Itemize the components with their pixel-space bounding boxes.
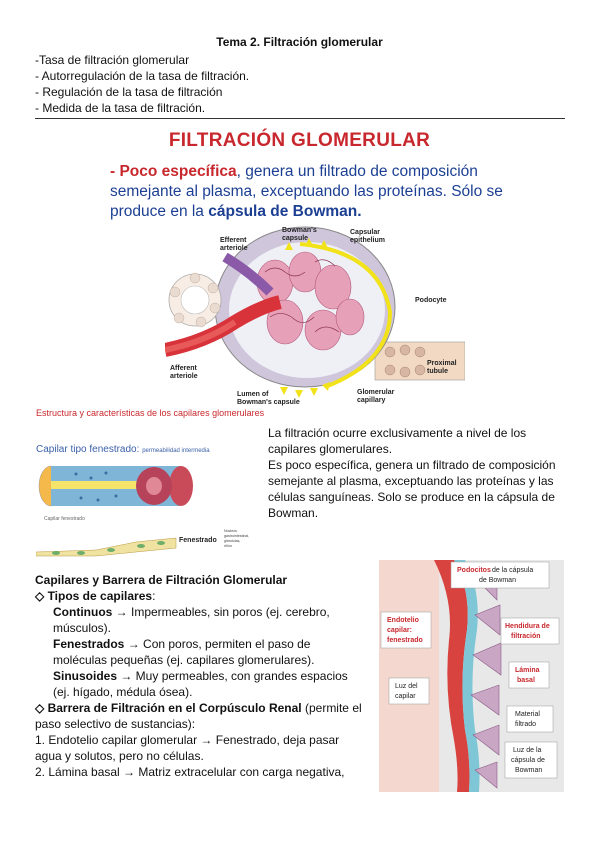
label-lumen-2: Bowman's capsule [237,399,300,406]
topic-item: - Medida de la tasa de filtración. [35,101,206,115]
label-bowman: Bowman's [282,227,317,234]
side-note: Núcleos [224,529,237,533]
divider [35,118,565,119]
sinusoides-desc: → Muy permeables, con grandes espacios (… [53,669,348,699]
continuos-term: Continuos [53,605,113,619]
label-lamina-2: basal [517,677,535,684]
fenestrados-desc: → Con poros, permiten el paso de molécul… [53,637,315,667]
topic-item: -Tasa de filtración glomerular [35,53,190,67]
side-note: glándulas, [224,539,240,543]
paragraph-line: La filtración ocurre exclusivamente a ni… [268,426,527,456]
label-efferent: Efferent [220,237,247,244]
side-note: riñón [224,544,232,548]
label-afferent: Afferent [170,365,198,372]
label-podocitos-rest-2: de Bowman [479,577,516,584]
paragraph-line: Es poco específica, genera un filtrado d… [268,458,556,520]
label-material: Material [515,711,540,718]
list-item: 2. Lámina basal → Matriz extracelular co… [35,765,345,779]
label-material-2: filtrado [515,721,536,728]
label-glomerular-2: capillary [357,397,386,404]
fenestrated-capillary-figure: Capilar fenestrado Fenestrado Núcleos ga… [36,465,249,557]
label-lumen: Lumen of [237,391,269,398]
continuos-desc: → Impermeables, sin poros (ej. cerebro, … [53,605,330,635]
label-endotelio-3: fenestrado [387,637,423,644]
capillaries-section: Capilares y Barrera de Filtración Glomer… [35,572,365,780]
barrier-desc: (permite el paso selectivo de sustancias… [35,701,362,731]
label-proximal: Proximal [427,360,457,367]
label-afferent-2: arteriole [170,373,198,380]
slide-definition: - Poco específica, genera un filtrado de… [110,162,510,222]
label-luzcap-2: cápsula de [511,757,545,764]
fenestrated-label: Capilar tipo fenestrado: permeabilidad i… [36,444,210,455]
section-heading: Capilares y Barrera de Filtración Glomer… [35,573,288,587]
barrier-heading: ◇ Barrera de Filtración en el Corpúsculo… [35,701,302,715]
label-podocyte: Podocyte [415,297,447,304]
label-hendidura-2: filtración [511,633,541,640]
fenestrado-label: Fenestrado [179,537,217,544]
label-lamina: Lámina [515,667,540,674]
label-endotelio: Endotelio [387,617,419,624]
topic-item: - Autorregulación de la tasa de filtraci… [35,69,250,83]
document-title: Tema 2. Filtración glomerular [216,35,383,49]
figure-caption: Capilar fenestrado [44,516,85,522]
sinusoides-term: Sinusoides [53,669,118,683]
slide-title: FILTRACIÓN GLOMERULAR [168,130,431,151]
fenestrated-label-text: Capilar tipo fenestrado: [36,444,140,455]
label-endotelio-2: capilar: [387,627,412,634]
label-luzcap-3: Bowman [515,767,542,774]
label-luz: Luz del [395,683,418,690]
types-heading: ◇ Tipos de capilares [35,589,153,603]
slide-capsule: cápsula de Bowman. [208,203,362,220]
slide-lead: - Poco específica [110,163,237,180]
types-colon: : [152,589,156,603]
filtration-paragraph: La filtración ocurre exclusivamente a ni… [268,425,573,521]
slide-text: , genera un filtrado de composición seme… [110,163,503,220]
label-proximal-2: tubule [427,368,448,375]
label-efferent-2: arteriole [220,245,248,252]
fenestrados-term: Fenestrados [53,637,125,651]
label-luzcap: Luz de la [513,747,542,754]
label-podocitos: Podocitos [457,567,491,574]
side-note: gastrointestinal, [224,534,249,538]
renal-corpuscle-figure: Efferent arteriole Bowman's capsule Caps… [165,226,465,406]
topic-list: -Tasa de filtración glomerular - Autorre… [35,52,249,116]
list-item: 1. Endotelio capilar glomerular → Fenest… [35,733,340,763]
label-capsular-2: epithelium [350,237,385,244]
label-capsular: Capsular [350,229,380,236]
label-glomerular: Glomerular [357,389,395,396]
capillary-slide-title: Estructura y características de los capi… [36,408,265,418]
label-podocitos-rest: de la cápsula [492,567,533,574]
fenestrated-note: permeabilidad intermedia [142,448,210,454]
label-bowman-2: capsule [282,235,308,242]
label-luz-2: capilar [395,693,416,700]
filtration-barrier-figure: Podocitos de la cápsula de Bowman Endote… [379,560,564,792]
topic-item: - Regulación de la tasa de filtración [35,85,223,99]
label-hendidura: Hendidura de [505,623,550,630]
